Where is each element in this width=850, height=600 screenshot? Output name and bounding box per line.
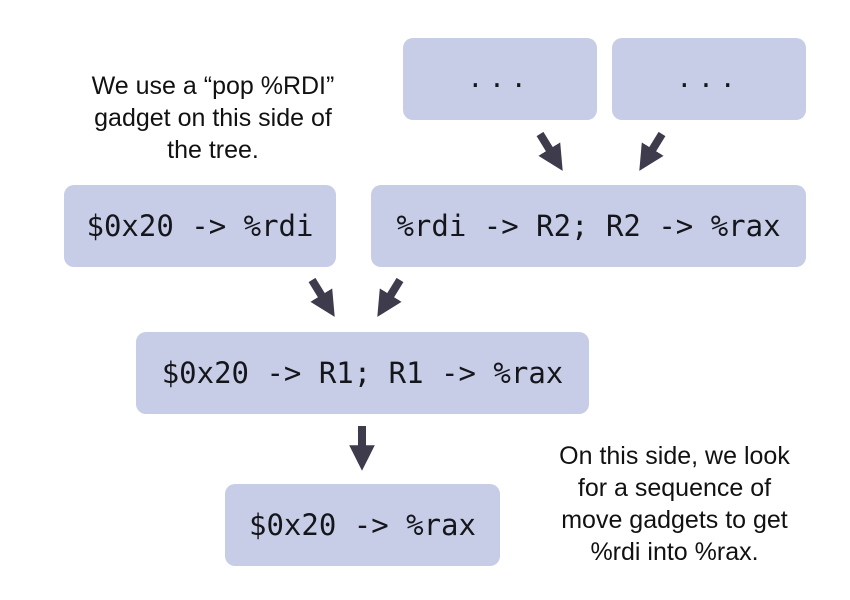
root-rax-box: $0x20 -> %rax — [225, 484, 500, 566]
arrow-dots-right-to-r2 — [639, 131, 666, 171]
arrow-dots-left-to-r2 — [536, 131, 563, 171]
arrow-rdi-to-r1 — [308, 277, 335, 317]
right-annotation: On this side, we look for a sequence of … — [559, 442, 790, 566]
r1-to-rax-box: $0x20 -> R1; R1 -> %rax — [136, 332, 589, 414]
top-right-ellipsis-box: ... — [612, 38, 806, 120]
left-annotation: We use a “pop %RDI” gadget on this side … — [91, 72, 335, 164]
rdi-load-box: $0x20 -> %rdi — [64, 185, 336, 267]
top-left-ellipsis-box: ... — [403, 38, 597, 120]
arrow-r2-to-r1 — [377, 277, 404, 317]
rdi-to-rax-via-r2-box: %rdi -> R2; R2 -> %rax — [371, 185, 806, 267]
